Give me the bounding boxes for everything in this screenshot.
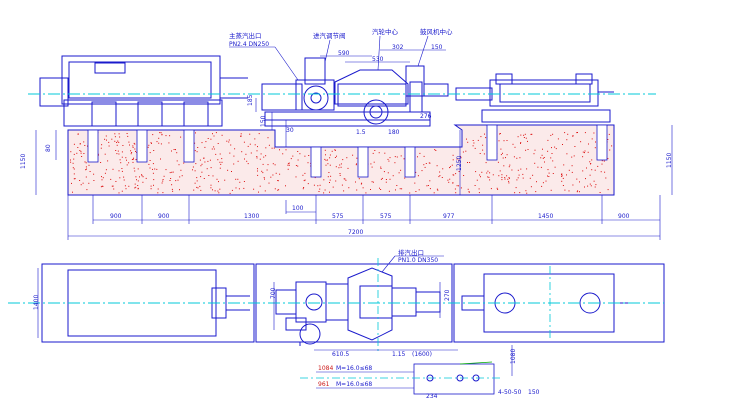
main-steam-outlet-label: 主蒸汽出口 bbox=[229, 31, 262, 40]
dim-bottom-3: 1300 bbox=[244, 213, 259, 220]
detail-block: 1084 M=16.0≤68 961 M=16.0≤68 234 4-50-50… bbox=[300, 361, 540, 400]
pump-elevation bbox=[455, 73, 614, 123]
turbine-plan bbox=[275, 267, 441, 346]
detail-dim-5: 150 bbox=[528, 389, 540, 396]
dim-plan-b: 1.15 bbox=[392, 351, 406, 358]
turbine-center-label: 汽轮中心 bbox=[372, 27, 399, 36]
dim-bottom-7: 1450 bbox=[538, 213, 553, 220]
dim-small-1: 1.5 bbox=[356, 129, 366, 136]
dim-plan-a: 610.5 bbox=[332, 351, 349, 358]
dim-small-5: 185 bbox=[247, 94, 254, 106]
main-steam-spec: PN2.4 DN250 bbox=[229, 41, 269, 48]
dim-bottom-8: 900 bbox=[618, 213, 630, 220]
dim-bottom-1: 900 bbox=[110, 213, 122, 220]
drum-center-label: 鼓风机中心 bbox=[420, 27, 453, 36]
foundation-block bbox=[67, 124, 615, 196]
dim-bottom-5: 575 bbox=[380, 213, 392, 220]
detail-dim-4: 4-50-50 bbox=[498, 389, 522, 396]
exhaust-outlet-label: 排汽出口 bbox=[398, 248, 424, 257]
dim-right-h: 1150 bbox=[666, 153, 673, 168]
plan-dimensions: 1400 700 270 610.5 1.15 (1600) 1080 bbox=[33, 268, 517, 376]
dim-top-3: 302 bbox=[392, 44, 404, 51]
dim-plan-right: 1080 bbox=[510, 349, 517, 364]
dim-small-3: 150 bbox=[260, 115, 267, 127]
dim-plan-h1: 700 bbox=[270, 287, 277, 299]
top-dimensions: 590 530 302 150 bbox=[320, 44, 446, 63]
detail-note-1: M=16.0≤68 bbox=[336, 365, 372, 372]
dim-bottom-total: 7200 bbox=[348, 229, 363, 236]
detail-label-2: 961 bbox=[318, 381, 330, 388]
exhaust-spec: PN1.0 DN350 bbox=[398, 257, 438, 264]
turbine-elevation bbox=[261, 57, 449, 127]
dim-small-2: 180 bbox=[388, 129, 400, 136]
dim-small-6: 276 bbox=[420, 113, 432, 120]
anchor-bolts bbox=[87, 124, 608, 178]
dim-left-h2: 1150 bbox=[20, 154, 27, 169]
inlet-control-valve-label: 进汽调节阀 bbox=[313, 31, 346, 40]
bottom-dimensions: 900 900 1300 575 575 977 1450 900 100 72… bbox=[67, 195, 661, 240]
motor-elevation bbox=[39, 55, 248, 127]
dim-small-4: 30 bbox=[286, 127, 294, 134]
dim-bottom-4: 575 bbox=[332, 213, 344, 220]
dim-bottom-6: 977 bbox=[443, 213, 455, 220]
dim-plan-left: 1400 bbox=[33, 295, 40, 310]
dim-mid-h: 1250 bbox=[456, 156, 463, 171]
dim-left-h1: 80 bbox=[45, 144, 52, 152]
dim-bottom-small: 100 bbox=[292, 205, 304, 212]
dim-bottom-2: 900 bbox=[158, 213, 170, 220]
detail-dim-3: 234 bbox=[426, 393, 438, 400]
side-dimensions: 1150 80 1150 1250 185 150 30 1.5 180 276 bbox=[20, 94, 673, 195]
detail-note-2: M=16.0≤68 bbox=[336, 381, 372, 388]
detail-label-1: 1084 bbox=[318, 365, 333, 372]
dim-plan-h2: 270 bbox=[444, 289, 451, 301]
dim-top-1: 590 bbox=[338, 50, 350, 57]
top-labels: 主蒸汽出口 PN2.4 DN250 进汽调节阀 汽轮中心 鼓风机中心 bbox=[229, 27, 453, 81]
dim-top-2: 530 bbox=[372, 56, 384, 63]
plan-labels: 排汽出口 PN1.0 DN350 bbox=[381, 248, 444, 273]
dim-plan-c: (1600) bbox=[412, 351, 432, 358]
dim-top-4: 150 bbox=[431, 44, 443, 51]
